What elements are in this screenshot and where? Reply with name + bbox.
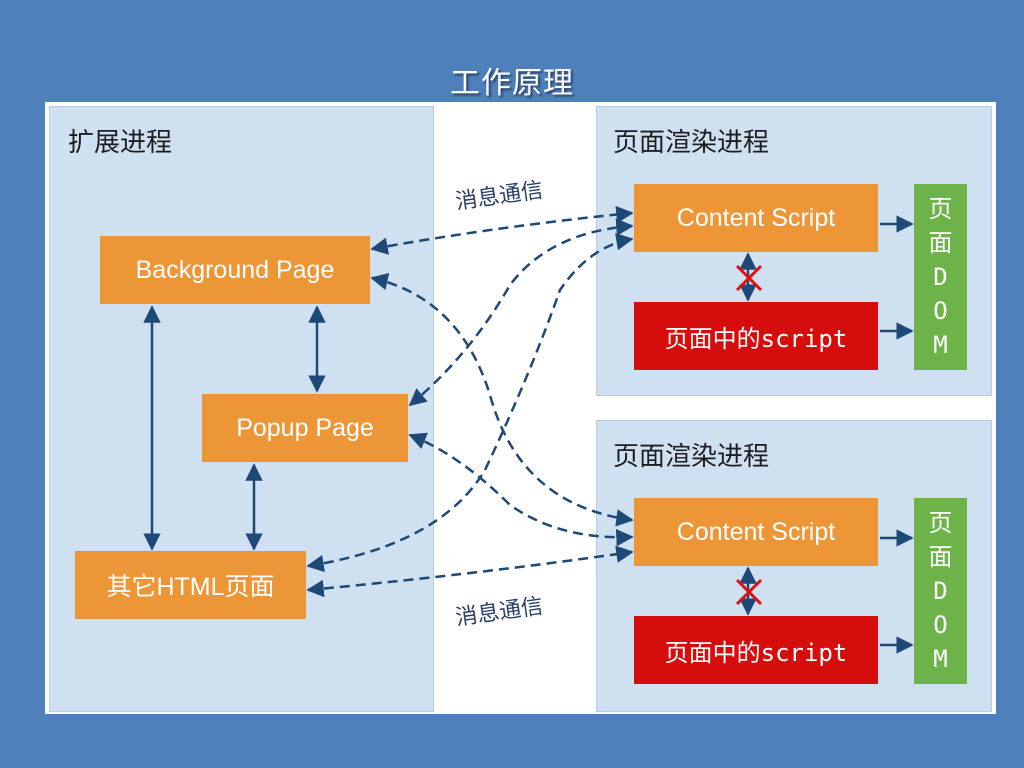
dom-char: O [933,297,948,325]
page-script-box-1: 页面中的script [634,302,878,370]
dom-char: M [933,331,948,359]
page-dom-box-1: 页 面 D O M [914,184,967,370]
dom-char: M [933,645,948,673]
dom-char: 页 [928,195,953,223]
page-script-box-2: 页面中的script [634,616,878,684]
popup-page-box: Popup Page [202,394,408,462]
content-script-box-1: Content Script [634,184,878,252]
blocked-mark-1 [735,264,763,292]
content-script-box-2: Content Script [634,498,878,566]
renderer-process-title-2: 页面渲染进程 [613,442,770,472]
blocked-mark-2 [735,578,763,606]
renderer-process-title-1: 页面渲染进程 [613,128,770,158]
background-page-box: Background Page [100,236,370,304]
msg-background-cs2 [370,272,634,527]
other-html-page-box: 其它HTML页面 [75,551,306,619]
msg-popup-cs2 [408,432,634,547]
dom-char: 面 [928,543,953,571]
dom-char: 页 [928,509,953,537]
page-dom-box-2: 页 面 D O M [914,498,967,684]
dom-char: O [933,611,948,639]
dom-char: 面 [928,229,953,257]
extension-process-title: 扩展进程 [68,128,173,158]
msg-other-cs2 [306,545,634,598]
dom-char: D [933,577,948,605]
dom-char: D [933,263,948,291]
slide-title: 工作原理 [450,66,574,101]
msg-other-cs1 [306,232,634,573]
